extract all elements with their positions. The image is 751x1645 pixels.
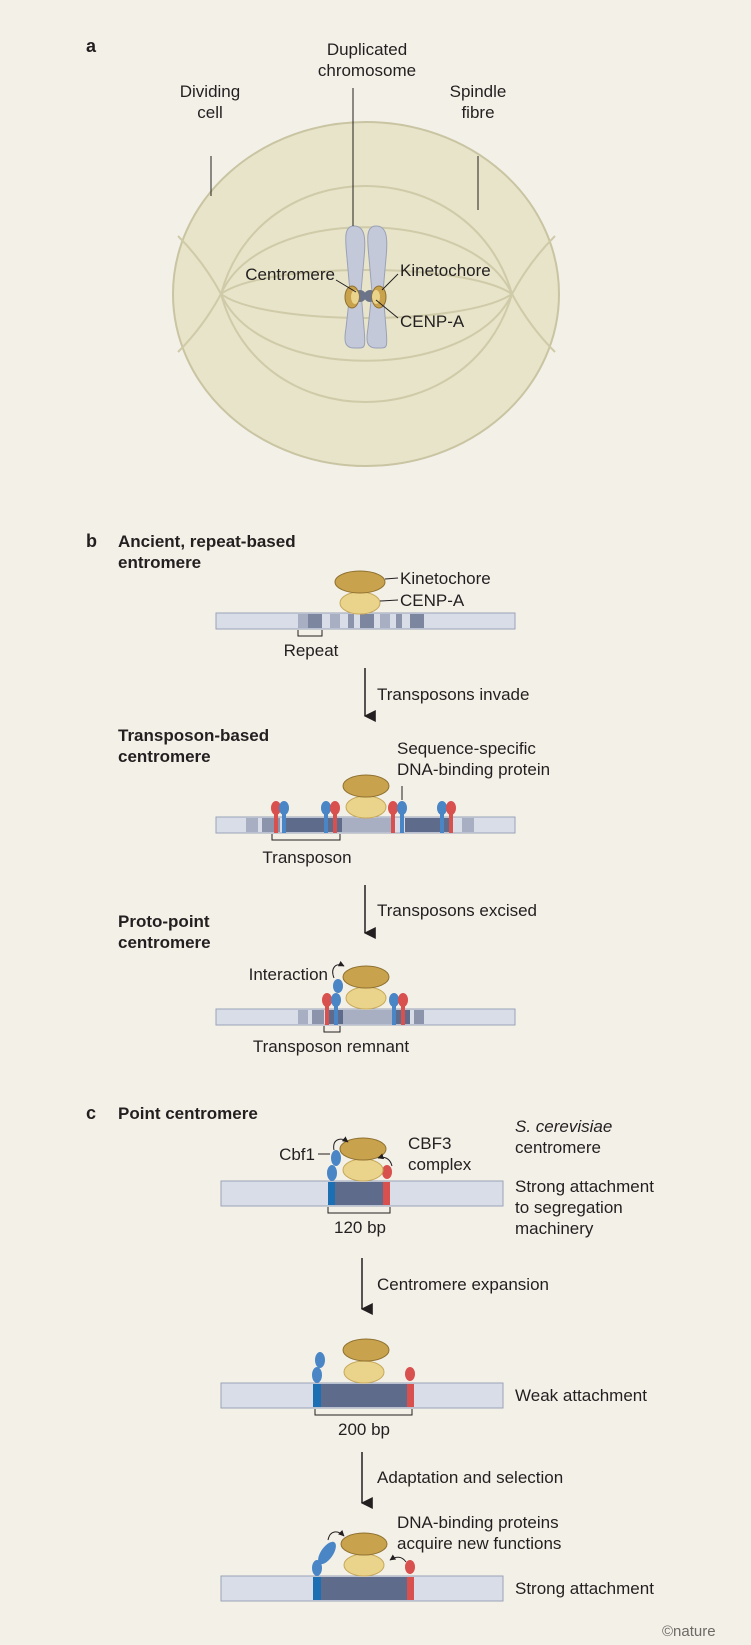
stage1-leaders <box>297 577 399 637</box>
length-120bp-label: 120 bp <box>334 1218 386 1237</box>
repeat-label: Repeat <box>284 641 339 660</box>
cbf3-label-2: complex <box>408 1155 472 1174</box>
interaction-label: Interaction <box>249 965 328 984</box>
organism-label-2: centromere <box>515 1138 601 1157</box>
cbf1-label: Cbf1 <box>279 1145 315 1164</box>
transposon-remnant-label: Transposon remnant <box>253 1037 410 1056</box>
strong-attachment-label-1: Strong attachment <box>515 1177 654 1196</box>
cenp-a-nucleosome-3 <box>345 986 387 1010</box>
cbf1-protein-adapted <box>312 1541 336 1576</box>
cbf3-label-1: CBF3 <box>408 1134 451 1153</box>
kinetochore-complex-c1 <box>339 1137 387 1161</box>
proto-point-heading-1: Proto-point <box>118 912 210 931</box>
cenp-a-nucleosome-c2 <box>343 1360 385 1384</box>
transposons-invade-label: Transposons invade <box>377 685 529 704</box>
adaptation-selection-label: Adaptation and selection <box>377 1468 563 1487</box>
transposon-based-heading-2: centromere <box>118 747 211 766</box>
organism-label-1: S. cerevisiae <box>515 1117 612 1136</box>
panel-a-letter: a <box>86 36 97 56</box>
kinetochore-complex <box>334 570 386 594</box>
kinetochore-complex-2 <box>342 774 390 798</box>
transposon-remnant-bracket <box>323 1026 341 1033</box>
centromere-label: Centromere <box>245 265 335 284</box>
panel-b-letter: b <box>86 531 97 551</box>
transposons-excised-label: Transposons excised <box>377 901 537 920</box>
duplicated-chromosome-label-1: Duplicated <box>327 40 407 59</box>
curved-arrow-icon <box>389 1554 407 1563</box>
dna-strand-adapted <box>220 1575 504 1602</box>
panel-c-letter: c <box>86 1103 96 1123</box>
cenp-a-label-b: CENP-A <box>400 591 465 610</box>
cenp-a-nucleosome-c1 <box>342 1158 384 1182</box>
protein-label-2: DNA-binding protein <box>397 760 550 779</box>
dna-binding-proteins-stage2 <box>271 801 456 833</box>
curved-arrow-icon <box>332 960 345 979</box>
kinetochore-left <box>344 285 360 309</box>
cbf3-protein-expanded <box>405 1367 415 1381</box>
cenp-a-nucleosome-c3 <box>343 1553 385 1577</box>
transposon-label: Transposon <box>262 848 351 867</box>
stage2-leaders <box>271 786 403 841</box>
cenp-a-label: CENP-A <box>400 312 465 331</box>
duplicated-chromosome-label-2: chromosome <box>318 61 416 80</box>
panel-c: c Point centromere S. cerevisiae centrom… <box>86 1103 654 1602</box>
new-functions-label-1: DNA-binding proteins <box>397 1513 559 1532</box>
strong-attachment-label-2: to segregation <box>515 1198 623 1217</box>
transposon-based-heading-1: Transposon-based <box>118 726 269 745</box>
bracket-200bp <box>314 1409 413 1416</box>
cbf3-complex-protein <box>382 1165 392 1179</box>
kinetochore-complex-c2 <box>342 1338 390 1362</box>
dividing-cell-label-1: Dividing <box>180 82 240 101</box>
dna-binding-proteins-stage3 <box>322 979 408 1025</box>
repeat-based-heading-2: entromere <box>118 553 201 572</box>
strong-attachment-final-label: Strong attachment <box>515 1579 654 1598</box>
strong-attachment-label-3: machinery <box>515 1219 594 1238</box>
cenp-a-nucleosome <box>339 591 381 615</box>
dna-strand-120bp <box>220 1180 504 1207</box>
spindle-fibre-label-2: fibre <box>461 103 494 122</box>
spindle-fibres <box>177 185 556 403</box>
nature-credit: ©nature <box>662 1623 716 1640</box>
cenp-a-nucleosome-2 <box>345 795 387 819</box>
curved-arrow-icon <box>327 1530 345 1541</box>
dna-strand-200bp <box>220 1382 504 1409</box>
repeat-based-heading-1: Ancient, repeat-based <box>118 532 296 551</box>
kinetochore-right <box>371 285 387 309</box>
curved-arrow-icon <box>333 1136 349 1151</box>
centromere-expansion-label: Centromere expansion <box>377 1275 549 1294</box>
panel-a: a <box>86 36 560 467</box>
protein-label-1: Sequence-specific <box>397 739 536 758</box>
kinetochore-complex-c3 <box>340 1532 388 1556</box>
proto-point-heading-2: centromere <box>118 933 211 952</box>
new-functions-label-2: acquire new functions <box>397 1534 561 1553</box>
panel-b: b Ancient, repeat-based entromere Kineto… <box>86 531 550 1056</box>
point-centromere-heading: Point centromere <box>118 1104 258 1123</box>
bracket-120bp <box>327 1207 391 1214</box>
cbf1-protein-expanded <box>312 1352 325 1383</box>
dna-strand-proto-point <box>215 1008 516 1026</box>
weak-attachment-label: Weak attachment <box>515 1386 647 1405</box>
kinetochore-complex-3 <box>342 965 390 989</box>
spindle-fibre-label-1: Spindle <box>450 82 507 101</box>
curved-arrow-icon <box>377 1153 393 1167</box>
dividing-cell-label-2: cell <box>197 103 223 122</box>
kinetochore-label: Kinetochore <box>400 261 491 280</box>
kinetochore-label-b: Kinetochore <box>400 569 491 588</box>
cbf1-protein <box>327 1150 341 1181</box>
length-200bp-label: 200 bp <box>338 1420 390 1439</box>
dna-strand-transposon <box>215 816 516 834</box>
cbf3-protein-adapted <box>405 1560 415 1574</box>
panel-a-leaders <box>210 88 479 319</box>
dna-strand-repeat <box>215 612 516 630</box>
